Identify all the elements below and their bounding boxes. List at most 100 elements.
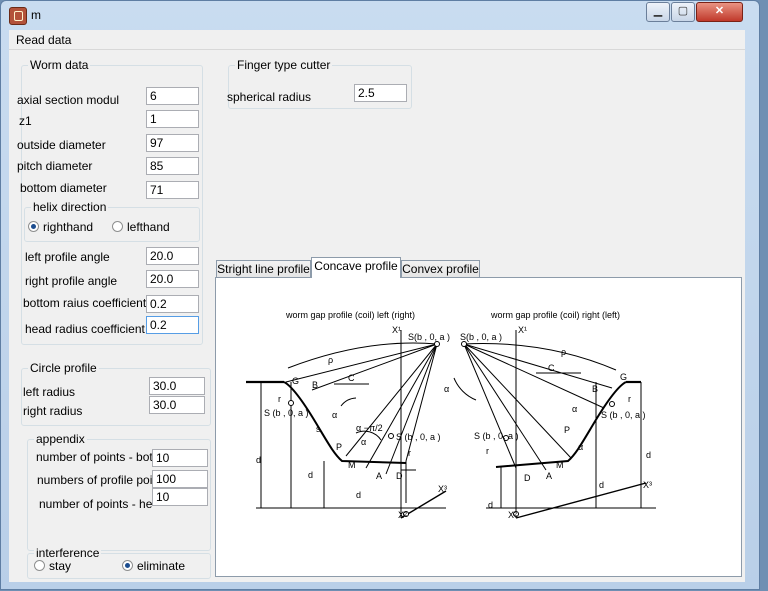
left-s-hat-label: s — [316, 424, 321, 434]
appendix-group: appendix — [27, 432, 211, 551]
left-x1-label: X¹ — [392, 325, 401, 335]
bottom-diameter-label: bottom diameter — [20, 181, 107, 195]
outside-diameter-label: outside diameter — [17, 138, 106, 152]
left-c-label: C — [348, 373, 355, 383]
bottom-points-label-clip: number of points - botto — [36, 448, 152, 466]
helix-direction-group: helix direction — [24, 200, 200, 242]
minimize-icon: ▁ — [653, 5, 663, 17]
left-d-label: D — [396, 471, 403, 481]
eliminate-radio[interactable] — [122, 560, 133, 571]
profile-points-label-clip: numbers of profile point — [37, 471, 152, 489]
window-title: m — [31, 8, 41, 22]
right-s-ap-label: S (b , 0, a ) — [601, 410, 646, 420]
left-rf-label: r — [408, 448, 411, 458]
left-radius-input[interactable]: 30.0 — [149, 377, 205, 395]
client-area: Worm data axial section modul 6 z1 1 out… — [9, 50, 745, 582]
left-da1-label: d — [256, 455, 261, 465]
right-alpha2-label: α — [578, 442, 583, 452]
axial-module-label: axial section modul — [17, 93, 120, 107]
right-profile-angle-input[interactable]: 20.0 — [146, 270, 199, 288]
circle-profile-group: Circle profile — [21, 361, 211, 426]
head-radius-coef-input[interactable]: 0.2 — [146, 316, 199, 334]
helix-direction-title: helix direction — [31, 200, 109, 214]
right-axis-x3 — [515, 482, 647, 519]
right-d-label: D — [524, 473, 531, 483]
appendix-title: appendix — [34, 432, 87, 446]
left-concave-profile — [283, 381, 407, 464]
concave-profile-panel: worm gap profile (coil) left (right) wor… — [215, 277, 742, 577]
right-radius-label: right radius — [23, 404, 83, 418]
bottom-radius-coef-input[interactable]: 0.2 — [146, 295, 199, 313]
close-icon: ✕ — [714, 5, 725, 17]
left-m-label: M — [348, 460, 356, 470]
tab-stright-line-profile[interactable]: Stright line profile — [216, 260, 311, 279]
worm-data-title: Worm data — [28, 58, 91, 72]
right-c-label: C — [548, 363, 555, 373]
right-df1-label: d — [488, 500, 493, 510]
interference-group: interference — [27, 546, 211, 579]
circle-profile-title: Circle profile — [28, 361, 99, 375]
z1-label: z1 — [19, 114, 32, 128]
right-b-label: B — [592, 384, 598, 394]
righthand-radio[interactable] — [28, 221, 39, 232]
right-alpha-label: α — [444, 384, 449, 394]
left-s-label: S(b , 0, a ) — [408, 332, 450, 342]
right-rf-label: r — [486, 446, 489, 456]
bottom-diameter-input[interactable]: 71 — [146, 181, 199, 199]
maximize-icon: ▢ — [677, 5, 689, 17]
spherical-radius-label: spherical radius — [227, 90, 312, 104]
right-p-label: P — [564, 425, 570, 435]
left-s-al-label: S (b , 0, a ) — [264, 408, 309, 418]
head-radius-coef-label: head radius coefficient — [25, 322, 145, 336]
left-alpha-pi2-label: α −π/2 — [356, 423, 383, 433]
right-diagram-title: worm gap profile (coil) right (left) — [490, 310, 620, 320]
minimize-button[interactable]: ▁ — [646, 2, 670, 22]
left-diagram-title: worm gap profile (coil) left (right) — [285, 310, 415, 320]
profile-points-input[interactable]: 100 — [152, 470, 208, 488]
left-g-label: G — [292, 376, 299, 386]
head-points-label: number of points - head — [39, 497, 152, 511]
eliminate-label: eliminate — [137, 559, 186, 573]
left-x3-label: X³ — [438, 484, 447, 494]
left-d1-label: d — [308, 470, 313, 480]
left-p-label: P — [336, 442, 342, 452]
menu-read-data[interactable]: Read data — [16, 33, 72, 47]
head-points-input[interactable]: 10 — [152, 488, 208, 506]
right-m-label: M — [556, 460, 564, 470]
righthand-label: righthand — [43, 220, 94, 234]
right-radius-input[interactable]: 30.0 — [149, 396, 205, 414]
maximize-button[interactable]: ▢ — [671, 2, 695, 22]
left-s-fl-label: S (b , 0, a ) — [396, 432, 441, 442]
left-profile-angle-input[interactable]: 20.0 — [146, 247, 199, 265]
tab-convex-profile[interactable]: Convex profile — [401, 260, 480, 279]
right-rho-label: ρ — [561, 347, 566, 357]
stay-radio[interactable] — [34, 560, 45, 571]
head-points-label-clip: number of points - head — [39, 495, 152, 513]
lefthand-radio[interactable] — [112, 221, 123, 232]
right-x2-label: X² — [508, 510, 517, 520]
bottom-points-input[interactable]: 10 — [152, 449, 208, 467]
spherical-radius-input[interactable]: 2.5 — [354, 84, 407, 102]
close-button[interactable]: ✕ — [696, 2, 743, 22]
right-a-label: A — [546, 471, 552, 481]
z1-input[interactable]: 1 — [146, 110, 199, 128]
right-profile-angle-label: right profile angle — [25, 274, 118, 288]
left-df1-label: d — [356, 490, 361, 500]
pitch-diameter-input[interactable]: 85 — [146, 157, 199, 175]
bottom-radius-coef-label: bottom raius coefficient — [23, 296, 147, 310]
left-alpha-label: α — [361, 437, 366, 447]
menu-bar: Read data — [9, 30, 745, 50]
right-g-label: G — [620, 372, 627, 382]
left-rho-label: ρ — [328, 355, 333, 365]
right-x1-label: X¹ — [518, 325, 527, 335]
tab-concave-profile[interactable]: Concave profile — [311, 257, 401, 278]
right-s-fp-label: S (b , 0, a ) — [474, 431, 519, 441]
right-alpha-op-label: α — [572, 404, 577, 414]
left-x2-label: X² — [398, 510, 407, 520]
cutter-title: Finger type cutter — [235, 58, 333, 72]
axial-module-input[interactable]: 6 — [146, 87, 199, 105]
outside-diameter-input[interactable]: 97 — [146, 134, 199, 152]
profile-points-label: numbers of profile point — [37, 473, 152, 487]
left-profile-angle-label: left profile angle — [25, 250, 110, 264]
